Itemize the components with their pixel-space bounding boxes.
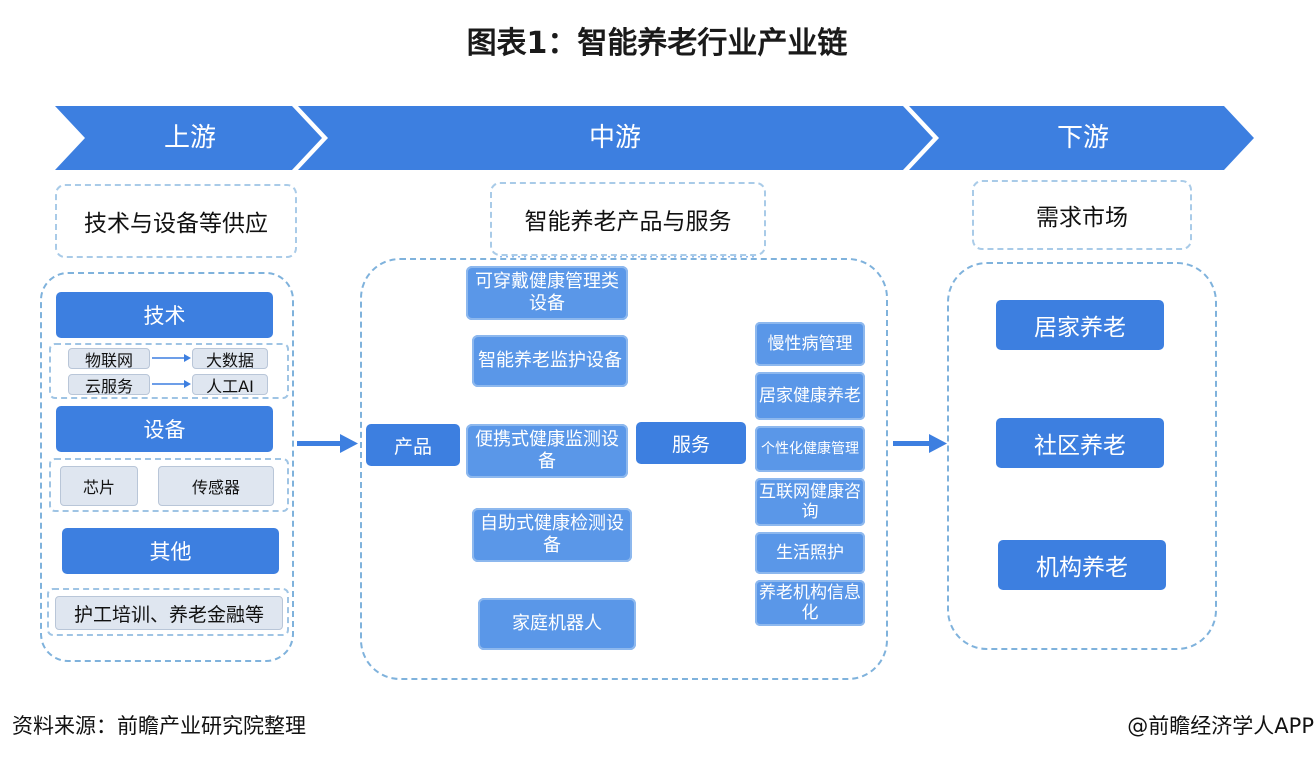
service-home-health: 居家健康养老 <box>755 372 865 420</box>
market-institution: 机构养老 <box>998 540 1166 590</box>
device-items-group <box>49 458 289 512</box>
product-portable: 便携式健康监测设备 <box>466 424 628 478</box>
tech-item-ai: 人工AI <box>192 374 268 396</box>
stage-label-upstream: 上游 <box>163 123 216 153</box>
tech-item-iot: 物联网 <box>68 348 150 370</box>
service-internet: 互联网健康咨询 <box>755 478 865 526</box>
other-items: 护工培训、养老金融等 <box>55 596 283 630</box>
upstream-header: 技术与设备等供应 <box>55 184 297 258</box>
midstream-panel <box>360 258 888 680</box>
downstream-header: 需求市场 <box>972 180 1192 250</box>
market-community: 社区养老 <box>996 418 1164 468</box>
stage-label-midstream: 中游 <box>588 123 641 153</box>
product-monitoring: 智能养老监护设备 <box>472 335 628 387</box>
arrow-cloud-ai <box>152 380 191 388</box>
other-items-group <box>47 588 289 636</box>
other-label: 其他 <box>62 528 279 574</box>
midstream-chevron <box>298 106 933 170</box>
credit-note: @前瞻经济学人APP <box>1127 714 1314 738</box>
source-note: 资料来源：前瞻产业研究院整理 <box>12 714 306 738</box>
service-institution-it: 养老机构信息化 <box>755 580 865 626</box>
service-chronic: 慢性病管理 <box>755 322 865 366</box>
tech-item-big-data: 大数据 <box>192 348 268 370</box>
device-label: 设备 <box>56 406 273 452</box>
tech-items-group <box>49 343 289 399</box>
arrow-iot-bigdata <box>152 354 191 362</box>
downstream-chevron <box>909 106 1254 170</box>
product-self-service: 自助式健康检测设备 <box>472 508 632 562</box>
downstream-panel <box>947 262 1217 650</box>
product-robot: 家庭机器人 <box>478 598 636 650</box>
tech-item-cloud: 云服务 <box>68 374 150 396</box>
stage-label-downstream: 下游 <box>1056 123 1109 153</box>
service-daily-care: 生活照护 <box>755 532 865 574</box>
tech-label: 技术 <box>56 292 273 338</box>
device-item-chip: 芯片 <box>60 466 138 506</box>
service-label: 服务 <box>636 422 746 464</box>
market-home: 居家养老 <box>996 300 1164 350</box>
product-label: 产品 <box>366 424 460 466</box>
upstream-chevron <box>55 106 322 170</box>
arrow-midstream-to-downstream <box>893 434 947 453</box>
product-wearable: 可穿戴健康管理类设备 <box>466 266 628 320</box>
midstream-header: 智能养老产品与服务 <box>490 182 766 256</box>
upstream-panel <box>40 272 294 662</box>
chart-title: 图表1：智能养老行业产业链 <box>466 26 848 61</box>
arrow-upstream-to-midstream <box>297 434 358 453</box>
device-item-sensor: 传感器 <box>158 466 274 506</box>
service-personalized: 个性化健康管理 <box>755 426 865 472</box>
